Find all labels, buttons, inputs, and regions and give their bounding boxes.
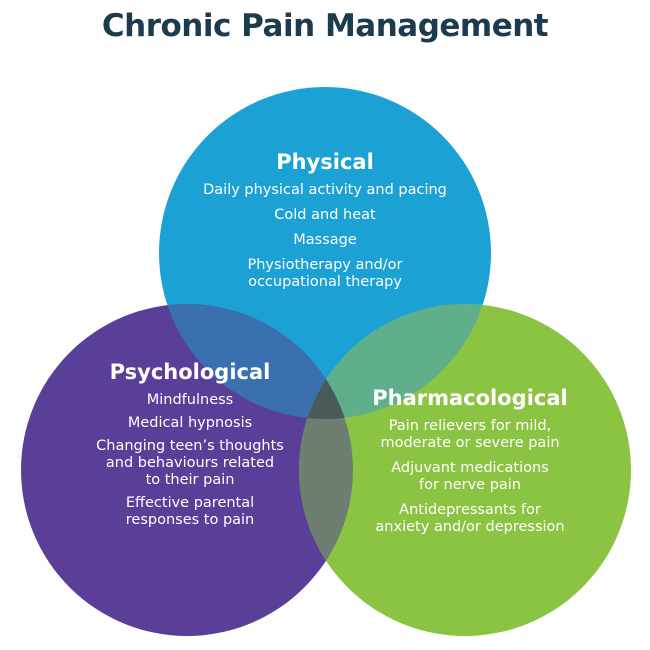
diagram-title: Chronic Pain Management	[101, 8, 549, 44]
pharmacological-item: Adjuvant medications for nerve pain	[391, 460, 549, 493]
psychological-title: Psychological	[109, 360, 271, 384]
psychological-item: Mindfulness	[146, 392, 234, 408]
physical-item: Cold and heat	[274, 207, 376, 223]
pharmacological-title: Pharmacological	[372, 386, 568, 410]
physical-title: Physical	[276, 150, 374, 174]
physical-item: Physiotherapy and/or occupational therap…	[247, 257, 403, 290]
psychological-item: Medical hypnosis	[127, 415, 253, 431]
psychological-item: Changing teen’s thoughts and behaviours …	[96, 438, 284, 488]
psychological-section: Psychological Mindfulness Medical hypnos…	[70, 360, 310, 535]
physical-pharmacological-overlap	[299, 304, 491, 419]
physical-section: Physical Daily physical activity and pac…	[170, 150, 480, 299]
physical-item: Daily physical activity and pacing	[203, 182, 447, 198]
pharmacological-item: Antidepressants for anxiety and/or depre…	[375, 502, 565, 535]
pharmacological-item: Pain relievers for mild, moderate or sev…	[380, 418, 560, 451]
psychological-item: Effective parental responses to pain	[125, 495, 255, 528]
pharmacological-section: Pharmacological Pain relievers for mild,…	[340, 386, 600, 544]
physical-psychological-overlap	[159, 304, 353, 419]
physical-item: Massage	[293, 232, 357, 248]
